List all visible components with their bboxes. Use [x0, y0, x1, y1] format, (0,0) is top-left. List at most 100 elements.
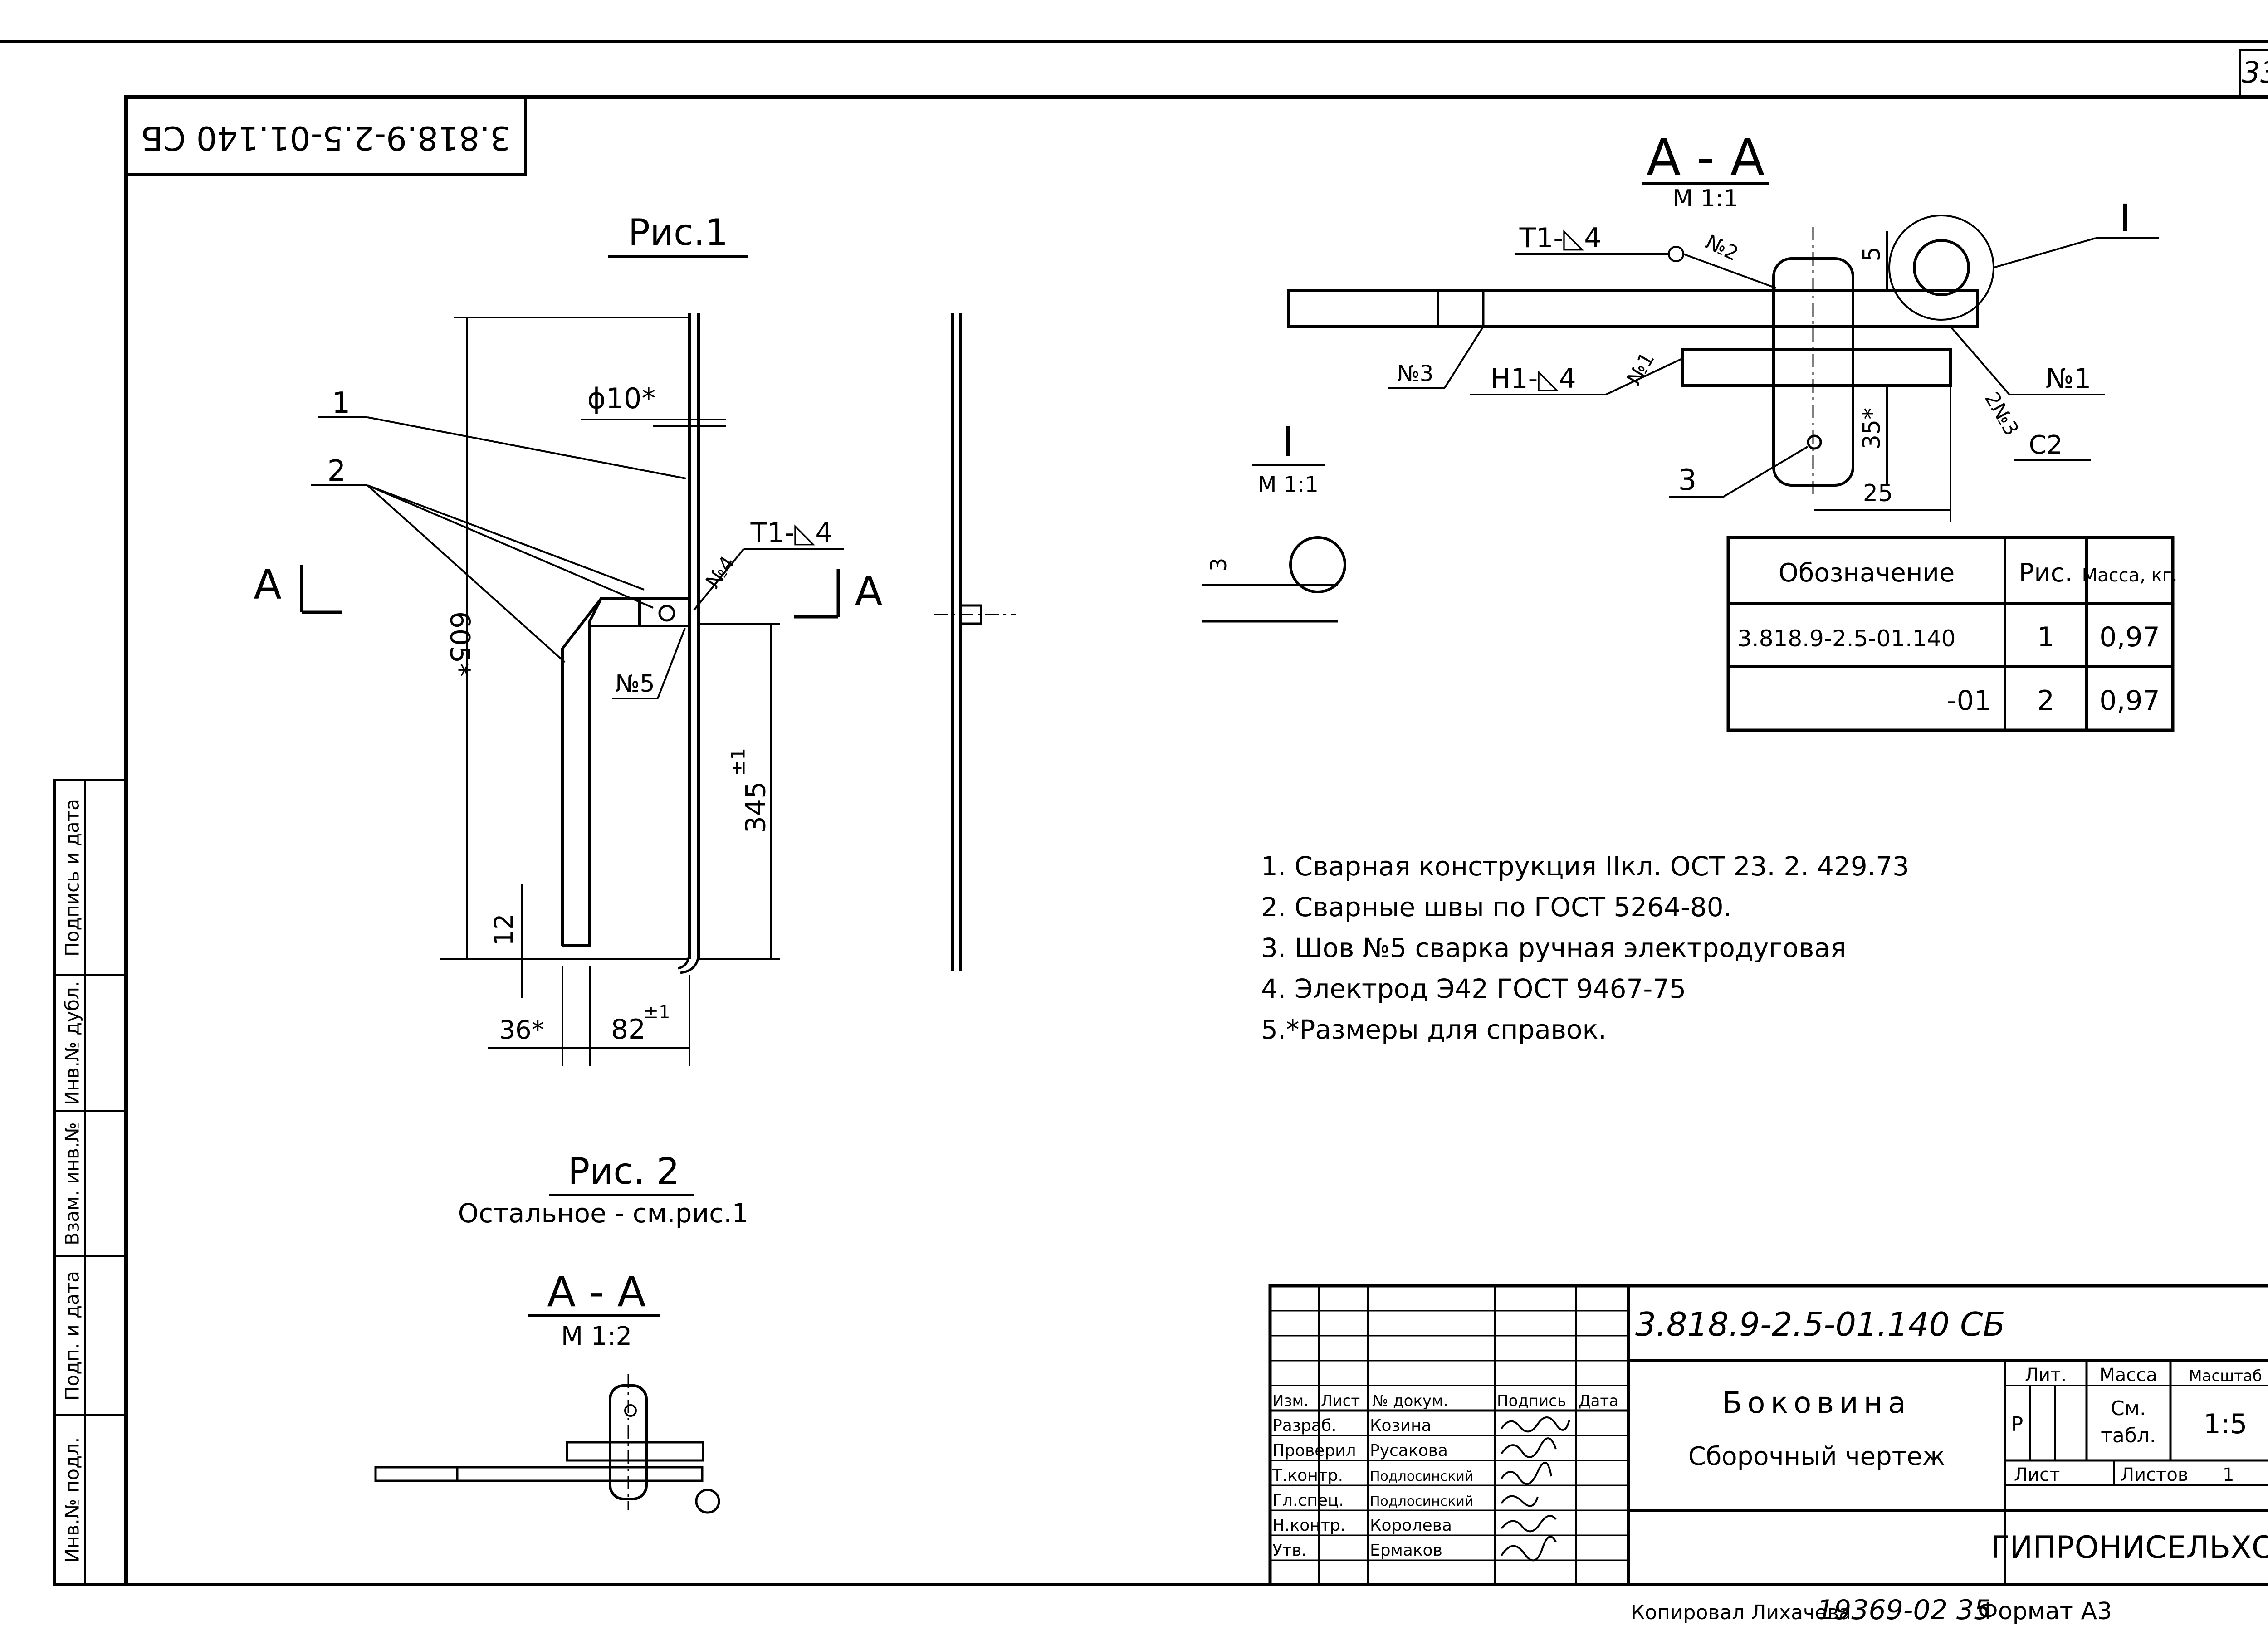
title-head-izm: Изм. — [1272, 1392, 1309, 1410]
title-lit-label: Лит. — [2025, 1365, 2067, 1386]
detail-i-scale: М 1:1 — [1258, 472, 1319, 498]
section-aa-dim-5: 5 — [1858, 246, 1886, 261]
page-number-box — [2239, 49, 2268, 98]
title-organization: ГИПРОНИСЕЛЬХОЗ — [1991, 1530, 2268, 1566]
fig1-dim-36: 36* — [499, 1015, 544, 1045]
section-aa-weld-2no3: 2№3 — [1980, 388, 2023, 440]
title-block: 3.818.9-2.5-01.140 СБ Изм. Лист № докум.… — [1268, 1284, 2268, 1586]
section-aa-dim-35: 35* — [1858, 408, 1886, 449]
signature-proveril — [1501, 1437, 1557, 1458]
section-aa-drawing: А - А М 1:1 Т1-◺4 №2 №3 Н1-◺4 №1 №1 2№3 … — [1287, 128, 2159, 522]
order-number: 19369-02 35 — [1817, 1594, 1991, 1626]
table-header-designation: Обозначение — [1779, 558, 1955, 588]
note-2: 2. Сварные швы по ГОСТ 5264-80. — [1261, 892, 1732, 923]
section-aa-weld-no1-right: №1 — [2046, 363, 2092, 395]
fig1-section-a-left: А — [254, 561, 282, 609]
side-label-podp-data: Подп. и дата — [61, 1271, 83, 1401]
fig1-weld-no5: №5 — [615, 670, 655, 698]
copied-by: Копировал Лихачева — [1631, 1601, 1851, 1624]
format-label: Формат А3 — [1978, 1598, 2112, 1625]
fig1-section-a-right: А — [855, 568, 883, 615]
title-role-glspec: Гл.спец. — [1272, 1491, 1344, 1510]
title-name-line2: Сборочный чертеж — [1688, 1442, 1945, 1471]
signature-tkontr — [1501, 1461, 1552, 1485]
section-aa-weld-t1: Т1-◺4 — [1519, 222, 1602, 254]
fig2-section-scale: М 1:2 — [561, 1322, 632, 1351]
section-aa-weld-no1-left: №1 — [1623, 348, 1659, 389]
detail-i-dim-3: 3 — [1206, 558, 1232, 572]
section-aa-weld-no3: №3 — [1397, 361, 1433, 386]
fig1-dim-345: 345 — [740, 781, 772, 834]
title-head-list: Лист — [1321, 1392, 1360, 1410]
table-row2-fig: 2 — [2037, 685, 2054, 717]
table-row2-mass: 0,97 — [2099, 685, 2160, 717]
title-mass-value-2: табл. — [2101, 1424, 2156, 1447]
fig1-dim-height: 605* — [444, 611, 475, 677]
note-3: 3. Шов №5 сварка ручная электродуговая — [1261, 932, 1846, 963]
title-role-tkontr: Т.контр. — [1272, 1466, 1343, 1485]
section-aa-weld-no2: №2 — [1702, 230, 1742, 265]
title-role-razrab: Разраб. — [1272, 1416, 1336, 1435]
fig1-dim-82: 82 — [611, 1014, 645, 1045]
title-name-nkontr: Королева — [1370, 1516, 1452, 1535]
side-label-inv-podl: Инв.№ подл. — [61, 1437, 83, 1562]
signature-nkontr — [1501, 1515, 1557, 1533]
fig1-dim-82-tol: ±1 — [644, 1002, 670, 1023]
section-aa-scale: М 1:1 — [1672, 185, 1738, 212]
code-stamp-text: 3.818.9-2.5-01.140 СБ — [141, 119, 511, 157]
title-sheets-label: Листов — [2121, 1464, 2188, 1485]
section-aa-weld-h1: Н1-◺4 — [1490, 363, 1576, 395]
fig1-dim-diameter: ϕ10* — [587, 382, 656, 415]
table-header-mass: Масса, кг. — [2082, 565, 2178, 586]
section-aa-title: А - А — [1647, 128, 1765, 186]
fig1-title: Рис.1 — [628, 211, 728, 254]
note-1: 1. Сварная конструкция IIкл. ОСТ 23. 2. … — [1261, 851, 1909, 882]
table-row1-mass: 0,97 — [2099, 621, 2160, 653]
title-role-proveril: Проверил — [1272, 1441, 1356, 1460]
signature-glspec — [1501, 1495, 1539, 1507]
detail-i-title: I — [1282, 418, 1295, 466]
table-row1-designation: 3.818.9-2.5-01.140 — [1737, 625, 1955, 652]
fig1-dim-12: 12 — [489, 913, 519, 946]
fig2-title: Рис. 2 — [568, 1150, 679, 1192]
title-head-data: Дата — [1579, 1392, 1618, 1410]
side-label-vzam-inv: Взам. инв.№ — [61, 1122, 83, 1245]
mass-table: Обозначение Рис. Масса, кг. 3.818.9-2.5-… — [1726, 536, 2178, 732]
section-aa-callout-3: 3 — [1678, 464, 1697, 497]
fig1-weld-no4: №4 — [701, 552, 739, 593]
title-lit-value: Р — [2011, 1413, 2024, 1436]
title-name-proveril: Русакова — [1370, 1441, 1448, 1460]
note-4: 4. Электрод Э42 ГОСТ 9467-75 — [1261, 973, 1686, 1004]
title-role-nkontr: Н.контр. — [1272, 1516, 1345, 1535]
note-5: 5.*Размеры для справок. — [1261, 1014, 1607, 1045]
side-label-podpis-data: Подпись и дата — [61, 799, 83, 957]
title-mass-value-1: См. — [2111, 1397, 2146, 1420]
title-role-utv: Утв. — [1272, 1541, 1307, 1560]
fig2-subtitle: Остальное - см.рис.1 — [458, 1198, 749, 1229]
section-aa-dim-25: 25 — [1863, 480, 1893, 507]
signature-utv — [1501, 1536, 1557, 1562]
title-mass-label: Масса — [2099, 1365, 2157, 1386]
fig1-weld-top: Т1-◺4 — [750, 517, 833, 549]
title-sheets-value: 1 — [2223, 1464, 2234, 1485]
section-aa-c2: С2 — [2029, 430, 2063, 460]
code-stamp-box — [125, 96, 527, 176]
title-name-glspec: Подлосинский — [1370, 1494, 1473, 1509]
fig1-dim-345-tol: ±1 — [727, 748, 749, 776]
title-scale-value: 1:5 — [2204, 1408, 2248, 1440]
table-row1-fig: 1 — [2037, 621, 2054, 653]
fig2-drawing: Рис. 2 Остальное - см.рис.1 А - А М 1:2 — [374, 1150, 749, 1514]
fig1-callout-1: 1 — [332, 386, 351, 420]
section-aa-detail-ref: I — [2120, 196, 2131, 240]
table-header-fig: Рис. — [2019, 558, 2073, 588]
title-name-utv: Ермаков — [1370, 1541, 1442, 1560]
technical-notes: 1. Сварная конструкция IIкл. ОСТ 23. 2. … — [1261, 851, 1909, 1045]
page-number: 33 — [2242, 56, 2268, 90]
title-name-line1: Боковина — [1722, 1386, 1911, 1420]
side-label-inv-dubl: Инв.№ дубл. — [61, 981, 83, 1105]
title-name-tkontr: Подлосинский — [1370, 1469, 1473, 1484]
title-scale-label: Масштаб — [2189, 1367, 2262, 1385]
fig1-side-view — [934, 313, 1016, 971]
side-strip: Инв.№ подл. Подп. и дата Взам. инв.№ Инв… — [53, 779, 127, 1586]
